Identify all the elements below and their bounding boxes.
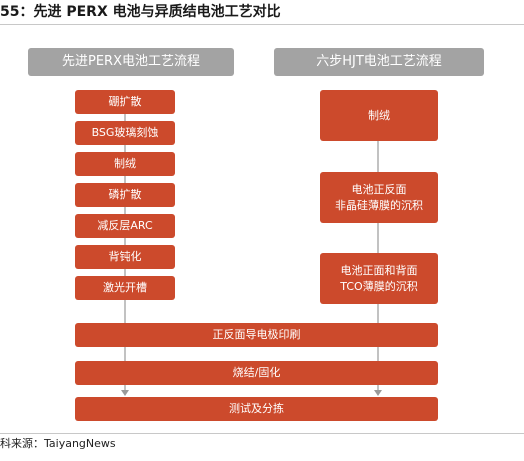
figure-title: 55：先进 PERX 电池与异质结电池工艺对比 bbox=[0, 4, 281, 20]
hjt-step-3-line-1: 电池正面和背面 bbox=[340, 263, 418, 277]
perx-step-4: 磷扩散 bbox=[75, 183, 175, 207]
perx-step-6: 背钝化 bbox=[75, 245, 175, 269]
perx-step-1: 硼扩散 bbox=[75, 90, 175, 114]
perx-step-2: BSG玻璃刻蚀 bbox=[75, 121, 175, 145]
shared-step-firing: 烧结/固化 bbox=[75, 361, 438, 385]
shared-step-testing: 测试及分拣 bbox=[75, 397, 438, 421]
footer-divider bbox=[0, 433, 524, 434]
perx-process-header: 先进PERX电池工艺流程 bbox=[28, 48, 234, 76]
title-divider bbox=[0, 24, 524, 25]
arrowhead-right bbox=[374, 390, 382, 396]
hjt-step-2: 电池正反面 非晶硅薄膜的沉积 bbox=[320, 172, 438, 223]
perx-step-7: 激光开槽 bbox=[75, 276, 175, 300]
hjt-step-1-line-1: 制绒 bbox=[368, 108, 390, 122]
arrowhead-left bbox=[121, 390, 129, 396]
source-note: 科来源：TaiyangNews bbox=[0, 437, 116, 450]
hjt-step-2-line-1: 电池正反面 bbox=[351, 182, 407, 196]
perx-step-5: 减反层ARC bbox=[75, 214, 175, 238]
hjt-process-header: 六步HJT电池工艺流程 bbox=[274, 48, 484, 76]
hjt-step-1: 制绒 bbox=[320, 90, 438, 141]
hjt-step-3: 电池正面和背面 TCO薄膜的沉积 bbox=[320, 253, 438, 304]
perx-step-3: 制绒 bbox=[75, 152, 175, 176]
hjt-step-3-line-2: TCO薄膜的沉积 bbox=[340, 279, 418, 293]
shared-step-printing: 正反面导电极印刷 bbox=[75, 323, 438, 347]
hjt-step-2-line-2: 非晶硅薄膜的沉积 bbox=[335, 198, 423, 212]
